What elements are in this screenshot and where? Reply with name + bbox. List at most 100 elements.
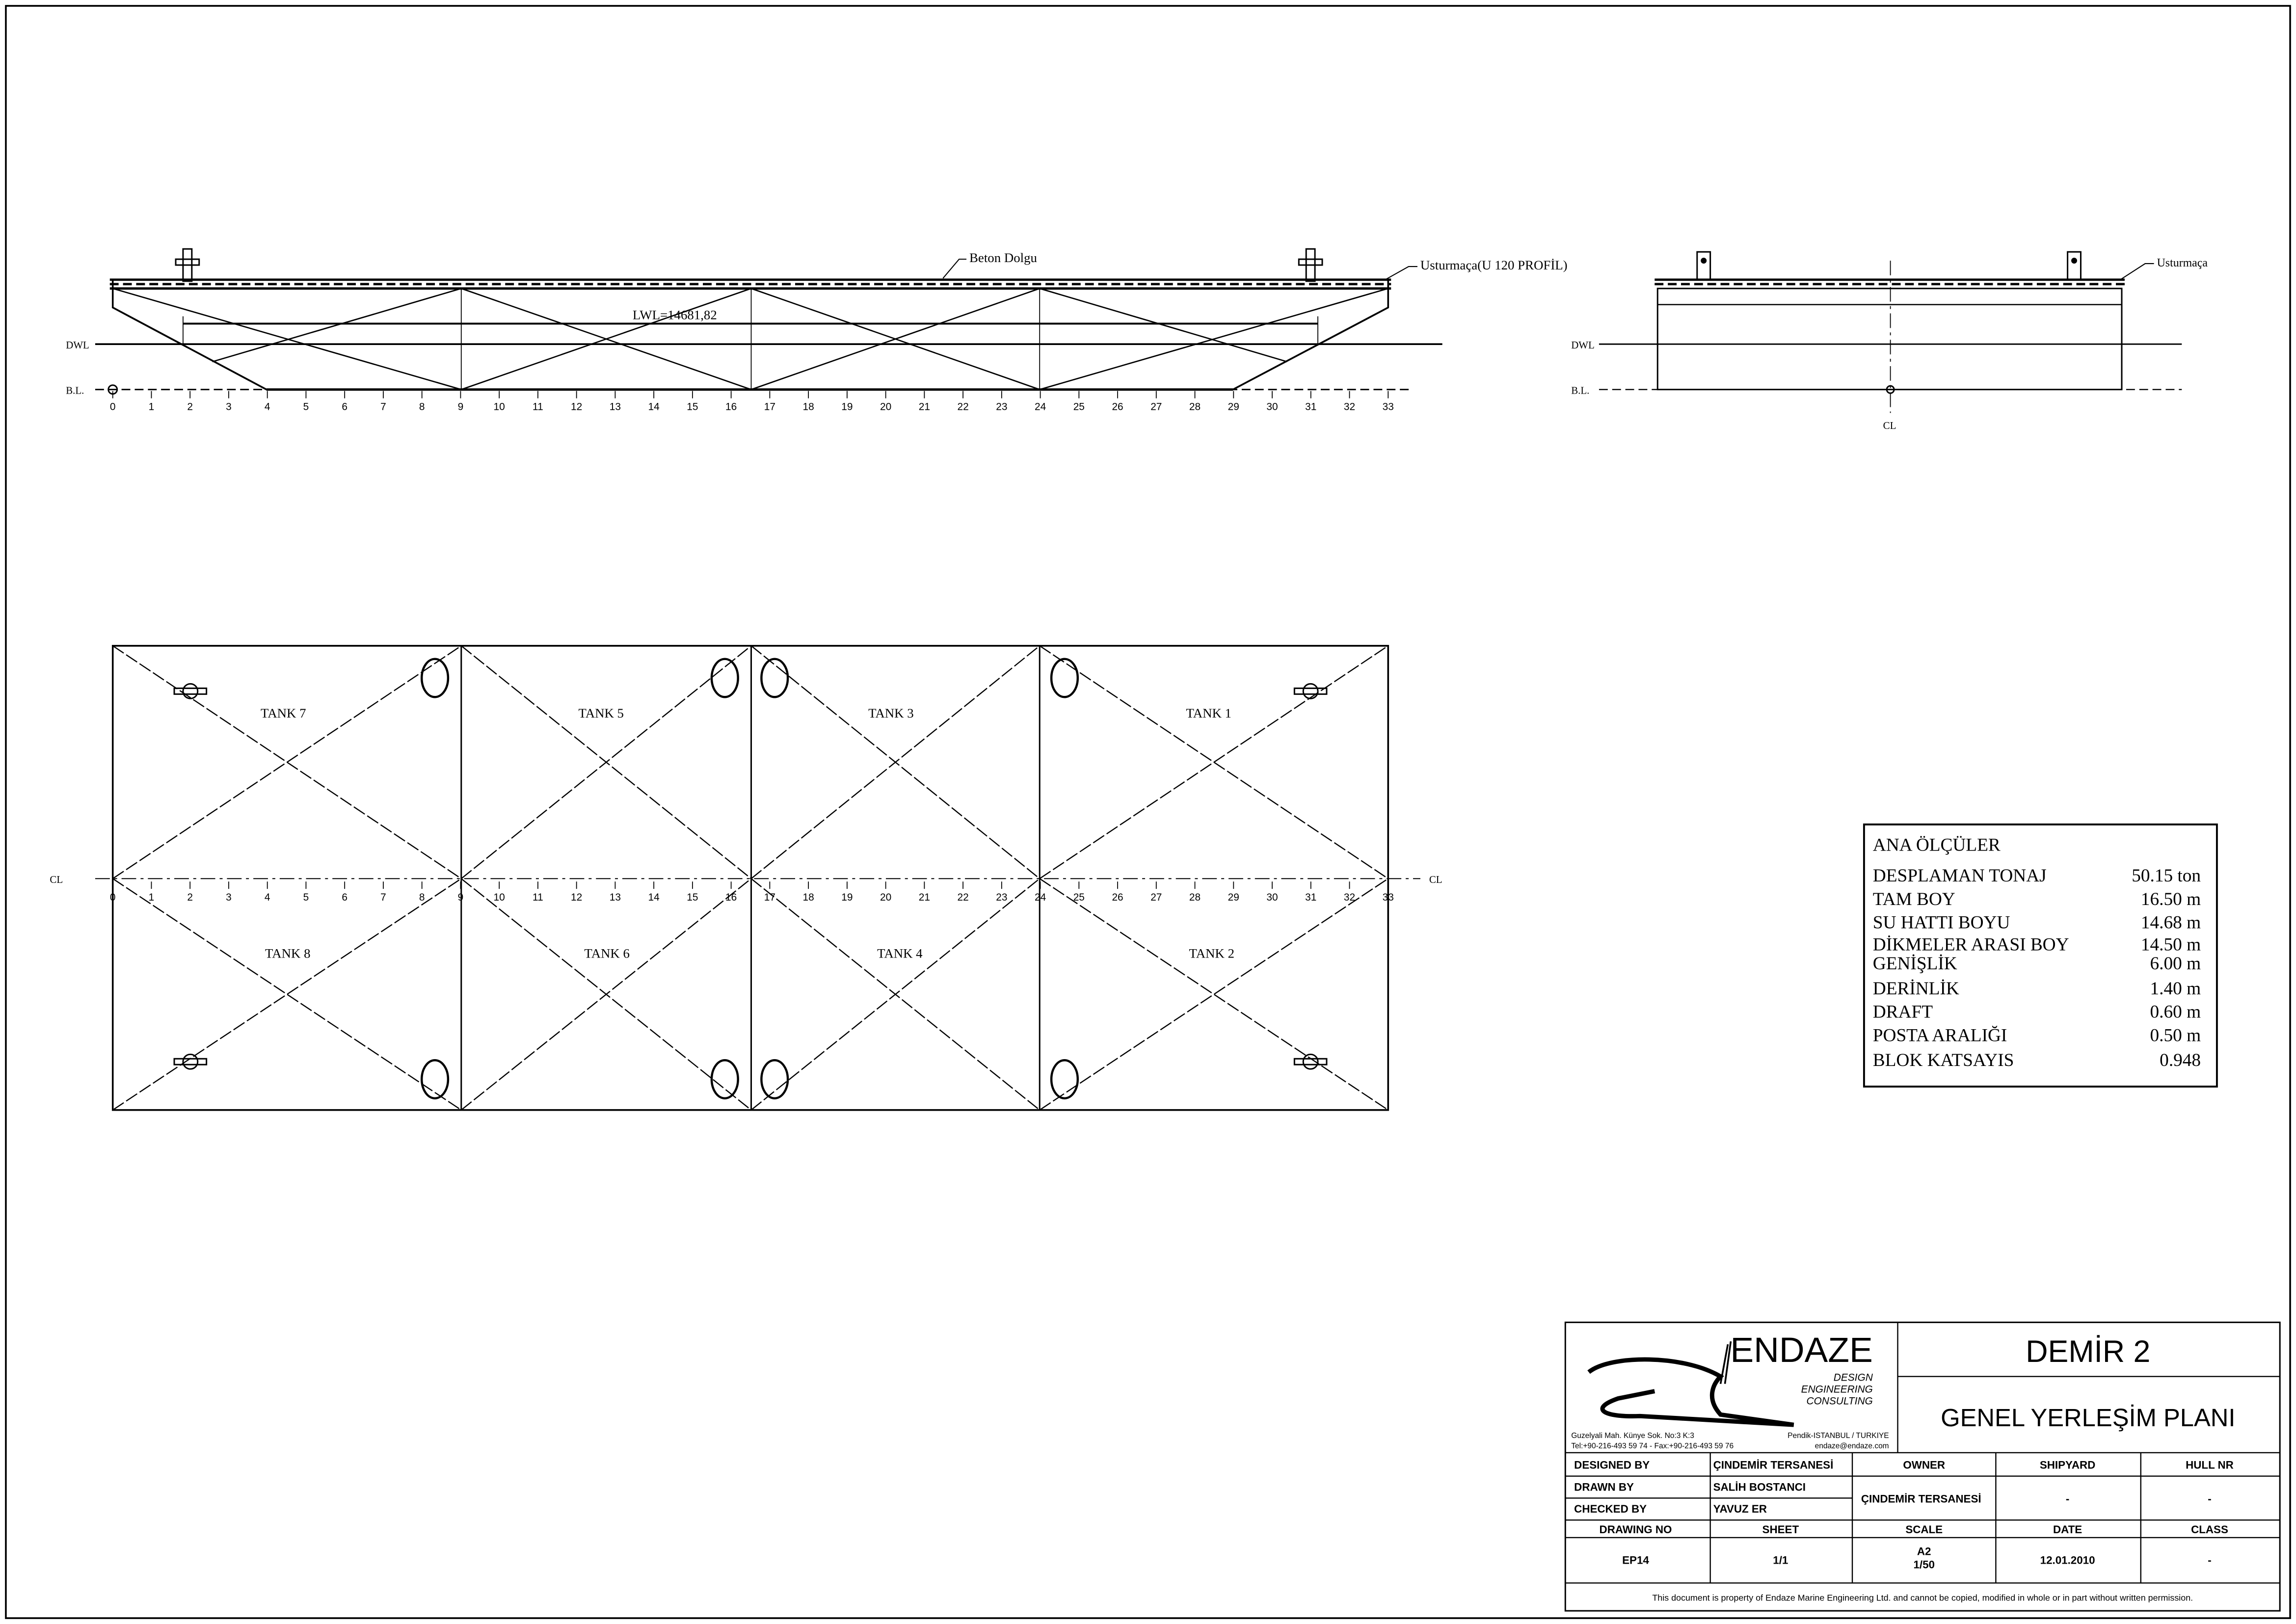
- lwl-label: LWL=14681,82: [633, 307, 717, 322]
- particular-value: 0.948: [2160, 1050, 2201, 1070]
- tank-label: TANK 1: [1186, 706, 1232, 720]
- plan-cl-left-label: CL: [50, 874, 63, 885]
- frame-number: 26: [1112, 401, 1123, 412]
- frame-number: 14: [648, 401, 660, 412]
- frame-number: 23: [996, 892, 1007, 903]
- frame-number: 17: [764, 892, 775, 903]
- disclaimer: This document is property of Endaze Mari…: [1652, 1593, 2193, 1602]
- frame-number: 20: [880, 892, 891, 903]
- frame-number: 12: [571, 401, 582, 412]
- tank-label: TANK 2: [1189, 946, 1235, 960]
- designed-by-label: DESIGNED BY: [1574, 1459, 1650, 1471]
- frame-number: 25: [1073, 892, 1085, 903]
- project-name: DEMİR 2: [2026, 1334, 2150, 1369]
- frame-number: 1: [149, 892, 155, 903]
- sheet-border: [5, 5, 2291, 1619]
- frame-number: 5: [303, 401, 309, 412]
- section-dwl-label: DWL: [1571, 339, 1595, 351]
- frame-number: 29: [1228, 892, 1239, 903]
- frame-number: 26: [1112, 892, 1123, 903]
- particular-label: SU HATTI BOYU: [1873, 913, 2010, 933]
- designed-by-value: ÇINDEMİR TERSANESİ: [1713, 1459, 1834, 1471]
- particular-label: BLOK KATSAYIS: [1873, 1050, 2014, 1070]
- frame-number: 4: [265, 892, 270, 903]
- frame-number: 12: [571, 892, 582, 903]
- frame-number: 16: [725, 401, 737, 412]
- frame-number: 14: [648, 892, 660, 903]
- company-name: ENDAZE: [1730, 1331, 1872, 1370]
- particular-label: DERİNLİK: [1873, 979, 1959, 999]
- frame-number: 16: [725, 892, 737, 903]
- frame-number: 24: [1035, 401, 1046, 412]
- frame-number: 0: [110, 401, 116, 412]
- frame-number: 32: [1344, 401, 1355, 412]
- frame-number: 23: [996, 401, 1007, 412]
- plan-view: CL CL TANK 7 TANK 5 TANK 3 TANK 1 TANK 8…: [50, 645, 1442, 1111]
- class-value: -: [2208, 1554, 2211, 1567]
- scale-label: SCALE: [1905, 1523, 1943, 1536]
- frame-number: 2: [187, 401, 193, 412]
- particular-label: DİKMELER ARASI BOY: [1873, 934, 2069, 955]
- section-baseline-label: B.L.: [1571, 385, 1589, 397]
- fender-label: Usturmaça(U 120 PROFİL): [1420, 258, 1568, 272]
- section-view: Usturmaça DWL B.L. CL: [1571, 251, 2208, 431]
- particular-label: GENİŞLİK: [1873, 954, 1957, 974]
- particular-label: POSTA ARALIĞI: [1873, 1025, 2007, 1045]
- address-line: Tel:+90-216-493 59 74 - Fax:+90-216-493 …: [1571, 1442, 1734, 1450]
- frame-number: 10: [494, 892, 505, 903]
- frame-number: 15: [687, 401, 698, 412]
- particular-value: 0.60 m: [2150, 1002, 2201, 1022]
- frame-number: 6: [342, 401, 347, 412]
- frame-number: 19: [841, 401, 853, 412]
- hull-nr-value: -: [2208, 1492, 2211, 1505]
- drawing-title: GENEL YERLEŞİM PLANI: [1941, 1404, 2235, 1432]
- owner-value: ÇINDEMİR TERSANESİ: [1861, 1492, 1981, 1505]
- section-cl-label: CL: [1883, 420, 1896, 431]
- frame-number: 7: [380, 401, 386, 412]
- checked-by-value: YAVUZ ER: [1713, 1503, 1767, 1515]
- title-block: ENDAZE DESIGN ENGINEERING CONSULTING Guz…: [1564, 1321, 2281, 1612]
- frame-number: 33: [1383, 401, 1394, 412]
- frame-number: 21: [919, 401, 930, 412]
- frame-number: 3: [226, 401, 232, 412]
- bollard-icon: [175, 248, 1323, 282]
- class-label: CLASS: [2191, 1523, 2228, 1536]
- email-line: endaze@endaze.com: [1815, 1442, 1889, 1450]
- frame-number: 31: [1305, 401, 1316, 412]
- frame-number: 9: [458, 892, 464, 903]
- tank-label: TANK 6: [584, 946, 630, 960]
- plan-cl-right-label: CL: [1429, 874, 1442, 885]
- particular-value: 0.50 m: [2150, 1025, 2201, 1045]
- tank-label: TANK 5: [578, 706, 624, 720]
- owner-label: OWNER: [1903, 1459, 1945, 1471]
- particular-value: 14.68 m: [2141, 913, 2201, 933]
- tagline-line: DESIGN: [1834, 1372, 1873, 1384]
- frame-number: 4: [265, 401, 270, 412]
- sheet-value: 1/1: [1773, 1554, 1788, 1567]
- frame-number: 13: [610, 401, 621, 412]
- frame-number: 11: [533, 892, 543, 903]
- particular-label: DRAFT: [1873, 1002, 1933, 1022]
- frame-number: 6: [342, 892, 347, 903]
- frame-number: 1: [149, 401, 155, 412]
- frame-number: 25: [1073, 401, 1085, 412]
- tank-label: TANK 4: [877, 946, 923, 960]
- particular-label: TAM BOY: [1873, 889, 1955, 909]
- frame-number: 27: [1150, 401, 1162, 412]
- tagline-line: ENGINEERING: [1801, 1384, 1873, 1395]
- frame-number: 21: [919, 892, 930, 903]
- drawing-no-label: DRAWING NO: [1600, 1523, 1672, 1536]
- section-fender-label: Usturmaça: [2157, 257, 2208, 269]
- shipyard-label: SHIPYARD: [2040, 1459, 2095, 1471]
- frame-number: 31: [1305, 892, 1316, 903]
- sheet-label: SHEET: [1762, 1523, 1799, 1536]
- profile-view: LWL=14681,82 Beton Dolgu Usturmaça(U 120…: [66, 248, 1568, 412]
- frame-number: 24: [1035, 892, 1046, 903]
- scale-paper-value: A2: [1917, 1545, 1931, 1558]
- frame-number: 30: [1266, 892, 1278, 903]
- tagline-line: CONSULTING: [1806, 1395, 1872, 1407]
- frame-number: 2: [187, 892, 193, 903]
- frame-number: 18: [803, 401, 814, 412]
